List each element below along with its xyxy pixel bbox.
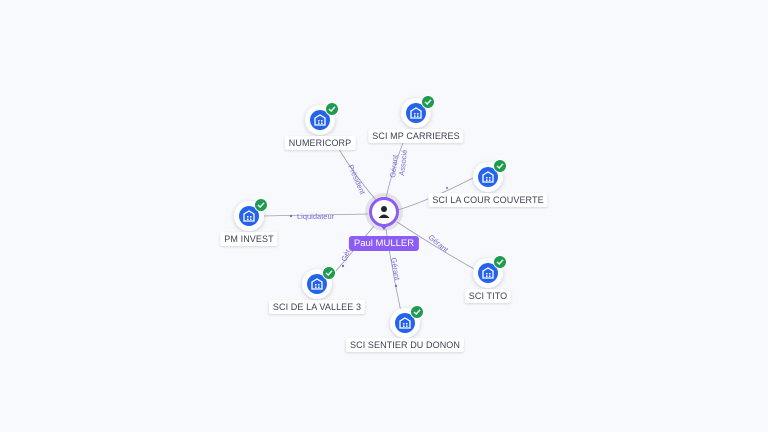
node-cour-couverte[interactable] [473,159,507,192]
node-vallee[interactable] [302,266,336,299]
node-label-pm-invest[interactable]: PM INVEST [220,232,278,246]
edge-label-donon: Gérant [389,257,402,282]
edge-label-vallee: Gér [339,247,352,262]
node-label-tito[interactable]: SCI TITO [464,289,512,303]
verified-check-icon [493,159,507,173]
verified-check-icon [254,198,268,212]
edge-marker [446,187,448,189]
edge-label-mp-carrieres-1: Gérant [388,153,400,178]
edge-marker [341,264,345,268]
building-icon [310,110,330,130]
node-label-mp-carrieres[interactable]: SCI MP CARRIERES [368,129,464,143]
building-icon [478,167,498,187]
building-icon [395,313,415,333]
building-icon [239,206,259,226]
node-label-vallee[interactable]: SCI DE LA VALLEE 3 [268,300,366,314]
node-donon[interactable] [390,305,424,338]
edge-pm-invest [261,213,369,217]
node-mp-carrieres[interactable] [401,95,435,128]
node-label-donon[interactable]: SCI SENTIER DU DONON [345,338,465,352]
edge-marker [394,284,398,288]
person-icon [378,206,390,218]
building-icon [478,263,498,283]
building-icon [406,103,426,123]
node-label-cour-couverte[interactable]: SCI LA COUR COUVERTE [428,193,548,207]
verified-check-icon [410,305,424,319]
edge-label-numericorp: Président [346,163,367,196]
verified-check-icon [325,102,339,116]
building-icon [307,274,327,294]
edge-tito [396,221,477,271]
edge-label-pm-invest: Liquidateur [297,212,335,221]
node-numericorp[interactable] [305,102,339,135]
center-node[interactable] [369,197,399,227]
verified-check-icon [493,255,507,269]
node-label-numericorp[interactable]: NUMERICORP [284,136,356,150]
verified-check-icon [322,266,336,280]
node-pm-invest[interactable] [234,198,268,231]
verified-check-icon [421,95,435,109]
edge-label-mp-carrieres-2: Associé [397,149,409,176]
edge-label-cour-couverte: Gérant [427,233,451,255]
center-node-label[interactable]: Paul MULLER [348,236,420,251]
node-tito[interactable] [473,255,507,288]
center-pin-tail [379,224,389,230]
edge-marker [289,214,293,218]
